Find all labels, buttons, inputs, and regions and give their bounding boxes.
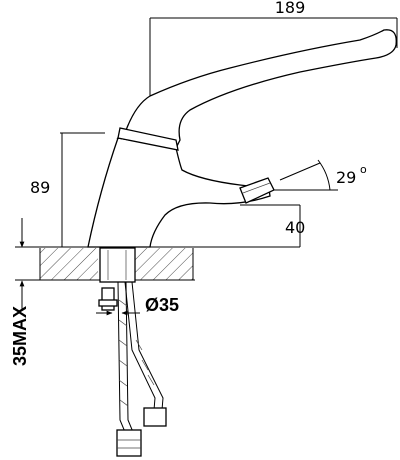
diameter-label: Ø35 <box>145 295 179 315</box>
mounting-assembly <box>98 247 167 457</box>
angle-arc <box>317 159 331 191</box>
degree-symbol: o <box>360 163 367 176</box>
thickness-dimension: 35MAX <box>10 218 30 366</box>
countertop-left <box>40 248 98 280</box>
threaded-stud <box>101 287 115 311</box>
angle-dimension: 29 o <box>260 159 367 191</box>
mounting-nut <box>99 247 136 283</box>
angle-label: 29 <box>336 168 356 187</box>
width-label: 189 <box>275 0 306 17</box>
spout-height-dimension: 40 <box>240 204 305 247</box>
angle-line-upper <box>279 162 321 181</box>
thickness-label: 35MAX <box>10 306 30 366</box>
faucet-body <box>87 29 397 248</box>
hose-fitting-right <box>143 407 167 427</box>
height-dimension: 89 <box>30 132 105 247</box>
hose-fitting-left <box>116 429 142 457</box>
diameter-dimension: Ø35 <box>96 295 179 316</box>
hose-right <box>124 281 156 411</box>
countertop-right <box>135 248 193 280</box>
height-label: 89 <box>30 178 50 197</box>
hose-left <box>117 281 126 433</box>
countertop <box>15 246 300 281</box>
spout-height-label: 40 <box>285 218 305 237</box>
